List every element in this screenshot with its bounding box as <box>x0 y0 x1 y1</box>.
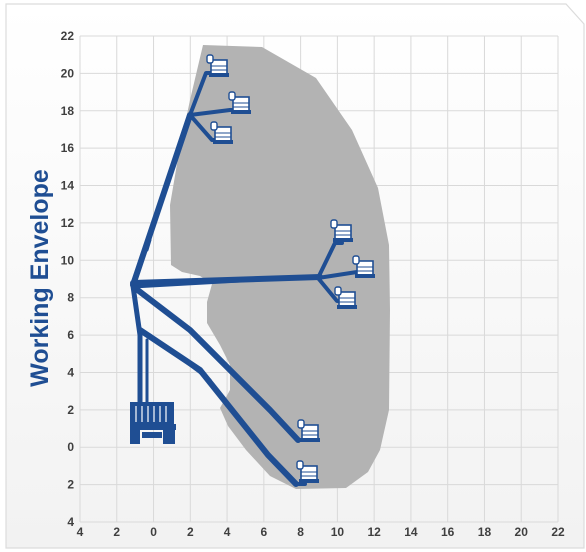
y-tick-label: 8 <box>67 291 74 305</box>
x-tick-label: 14 <box>404 525 418 539</box>
y-tick-label: 4 <box>67 515 74 529</box>
y-tick-label: 12 <box>61 216 75 230</box>
x-tick-label: 4 <box>224 525 231 539</box>
x-tick-label: 0 <box>150 525 157 539</box>
y-tick-label: 0 <box>67 440 74 454</box>
y-tick-label: 18 <box>61 104 75 118</box>
y-tick-label: 22 <box>61 29 75 43</box>
y-tick-label: 16 <box>61 141 75 155</box>
y-tick-label: 20 <box>61 66 75 80</box>
x-tick-label: 20 <box>515 525 529 539</box>
x-tick-label: 18 <box>478 525 492 539</box>
y-tick-label: 6 <box>67 328 74 342</box>
y-tick-label: 2 <box>67 403 74 417</box>
x-tick-label: 6 <box>261 525 268 539</box>
lift-chassis-icon <box>130 402 176 444</box>
x-tick-label: 12 <box>367 525 381 539</box>
y-tick-label: 10 <box>61 253 75 267</box>
y-tick-label: 2 <box>67 478 74 492</box>
x-tick-label: 8 <box>297 525 304 539</box>
page-title: Working Envelope <box>26 169 54 387</box>
x-tick-label: 2 <box>187 525 194 539</box>
x-tick-label: 22 <box>551 525 565 539</box>
x-tick-label: 2 <box>113 525 120 539</box>
y-tick-label: 14 <box>61 179 75 193</box>
y-tick-label: 4 <box>67 365 74 379</box>
x-tick-label: 4 <box>77 525 84 539</box>
x-tick-label: 10 <box>331 525 345 539</box>
x-tick-label: 16 <box>441 525 455 539</box>
reach-envelope <box>170 45 390 489</box>
